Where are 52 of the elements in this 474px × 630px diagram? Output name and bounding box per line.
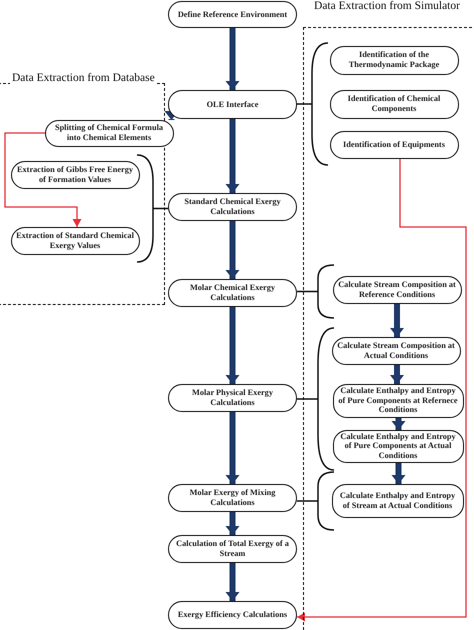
arrow [4,132,82,227]
box-label: Exergy Efficiency Calculations [176,610,288,620]
box-label: Calculate Enthalpy and Entropy of Pure Components at Actual Conditions [339,432,457,460]
arrow [226,119,240,193]
process-box [168,601,297,629]
process-box [332,430,464,462]
box-label: Standard Chemical Exergy Calculations [183,197,282,217]
box-label: Calculate Enthalpy and Entropy of Pure Components at Refernece Conditions [337,386,459,415]
arrow [226,221,240,279]
box-label: Identification of Equipments [342,140,446,150]
process-box [10,160,140,188]
process-box [330,90,458,118]
arrow [226,412,240,484]
arrow [392,463,406,484]
arrow [226,307,240,384]
process-box [332,384,464,418]
process-box [168,193,297,221]
process-box [168,279,297,307]
box-label: Calculate Enthalpy and Entropy of Stream at Actual Conditions [338,490,456,510]
arrow [392,418,406,430]
process-box [44,120,174,146]
box-label: Extraction of Standard Chemical Exergy Values [15,230,135,250]
arrow [226,563,240,601]
process-box [332,276,462,304]
process-box [332,484,464,518]
box-label: Extraction of Gibbs Free Energy of Formation Values [16,164,134,184]
arrow [390,304,404,337]
arrow [297,159,467,622]
process-box [332,336,460,364]
process-box [330,46,458,74]
region-heading: Data Extraction from Database [10,72,157,85]
box-label: Calculation of Total Exergy of a Stream [175,539,290,559]
process-box [168,484,297,512]
box-label: Identification of the Thermodynamic Package [348,50,440,70]
box-label: Identification of Chemical Components [346,94,442,114]
box-label: Calculate Stream Composition at Actual Conditions [336,340,456,360]
box-label: OLE Interface [206,100,260,110]
process-box [168,1,297,28]
box-label: Molar Physical Exergy Calculations [191,388,274,408]
process-box [330,130,458,158]
box-label: Calculate Stream Composition at Reference Conditions [337,280,457,300]
box-label: Molar Exergy of Mixing Calculations [188,488,276,508]
arrow [390,365,404,384]
box-label: Splitting of Chemical Formula into Chemical Elements [54,123,164,143]
process-box [10,226,140,254]
process-box [168,384,297,412]
process-box [168,90,297,119]
arrow [226,512,240,535]
process-box [168,535,297,563]
box-label: Molar Chemical Exergy Calculations [188,283,276,303]
arrow [226,28,240,90]
box-label: Define Reference Environment [176,10,288,20]
